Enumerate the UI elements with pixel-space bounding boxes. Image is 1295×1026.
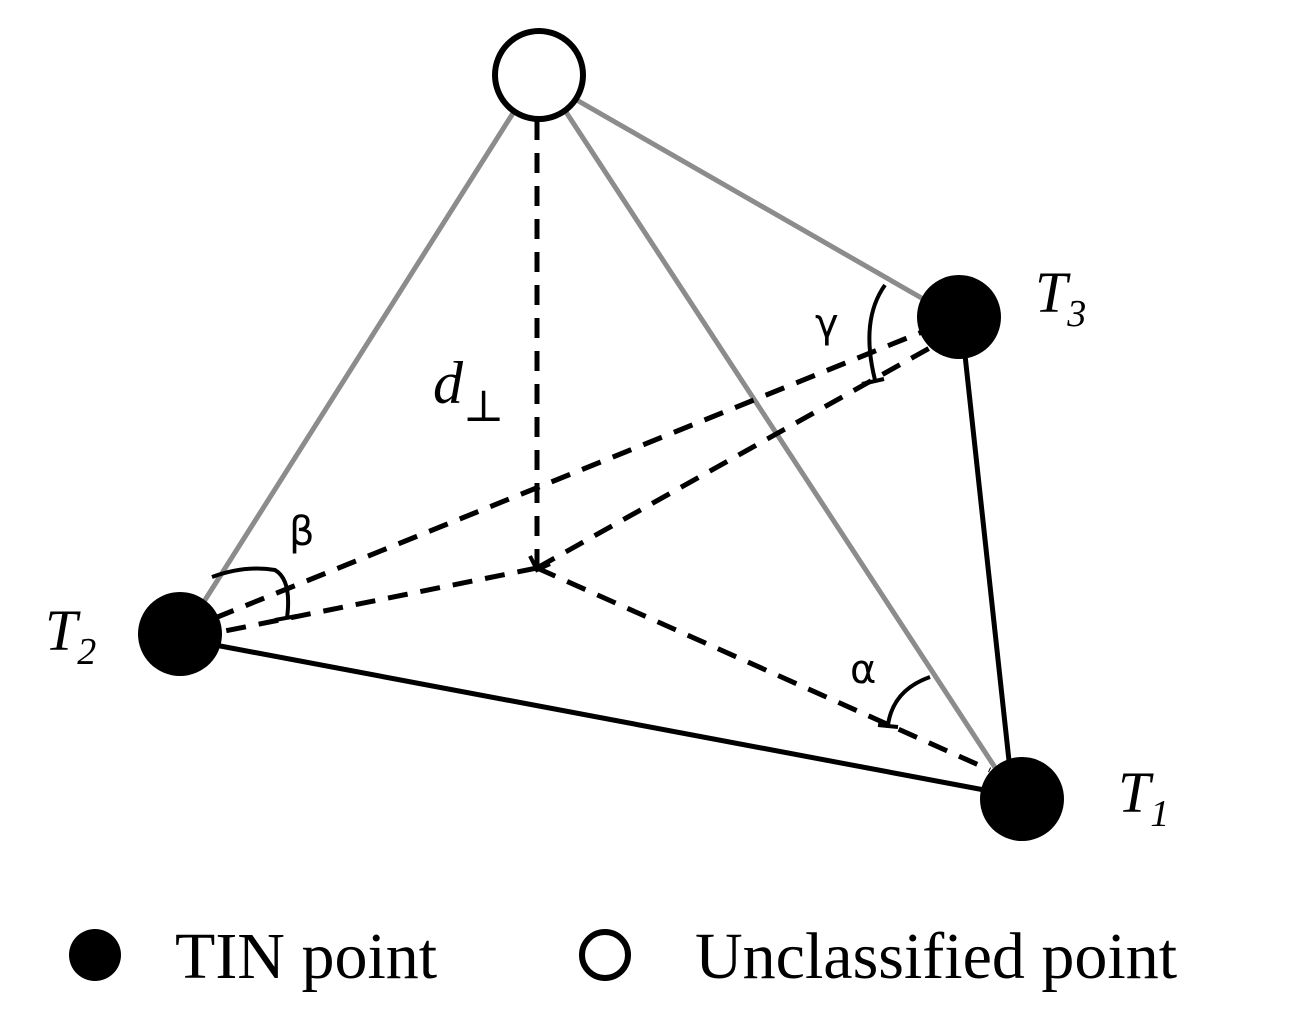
t3-label: T3 (1035, 260, 1086, 335)
unclassified-point-node (492, 28, 586, 122)
edge-t1-t3 (962, 352, 1013, 773)
legend-tin-point-label: TIN point (175, 920, 437, 993)
t2-label: T2 (45, 598, 96, 673)
distance-label: d⊥ (433, 350, 504, 431)
tin-point-t3-node (917, 275, 1001, 359)
angle-gamma-arc (867, 283, 887, 381)
edge-apex-t2 (202, 107, 518, 603)
angle-alpha-label: α (850, 647, 876, 693)
t1-label: T1 (1118, 760, 1169, 835)
legend-tin-point-icon (69, 929, 121, 981)
angle-alpha-arc (886, 675, 931, 726)
angle-beta-tick (274, 614, 298, 622)
angle-alpha-tick (877, 723, 899, 729)
angle-beta-arc (211, 566, 291, 619)
legend: TIN point Unclassified point (69, 920, 1177, 993)
edge-t2-t1 (212, 642, 998, 795)
dashed-foot-t2 (214, 565, 538, 636)
edge-apex-t1 (563, 109, 1003, 778)
legend-unclassified-point-icon (579, 929, 631, 981)
angle-beta-label: β (289, 509, 315, 555)
angle-gamma-tick (861, 377, 885, 386)
tin-point-t2-node (138, 592, 222, 676)
dashed-t2-t3 (214, 329, 923, 621)
legend-unclassified-point-label: Unclassified point (695, 920, 1177, 993)
angle-gamma-label: γ (815, 301, 839, 347)
foot-arrowhead (528, 555, 551, 573)
tin-point-t1-node (980, 757, 1064, 841)
dashed-foot-t1 (535, 565, 992, 773)
edge-apex-t3 (565, 92, 928, 303)
